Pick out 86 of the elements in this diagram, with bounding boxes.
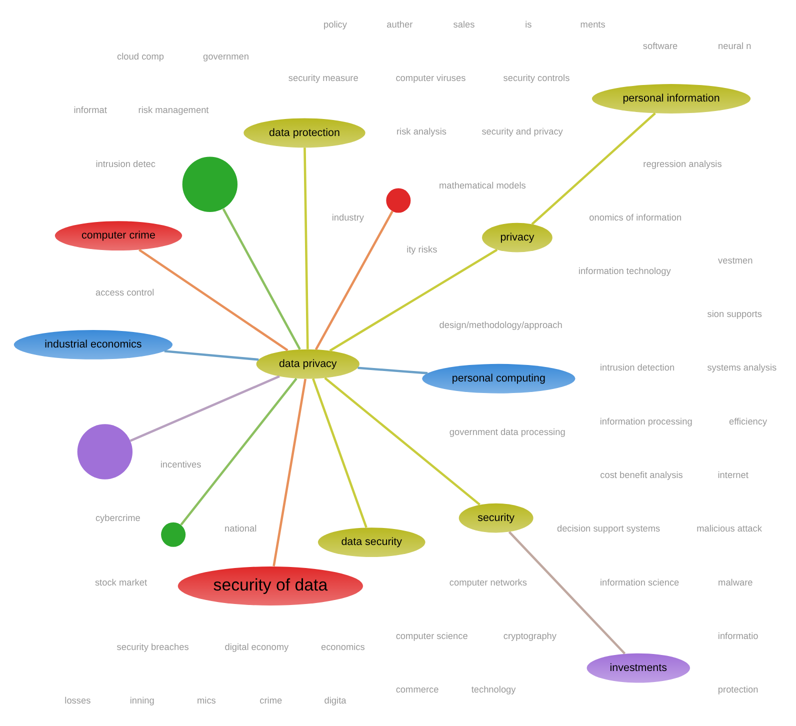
label: risk analysis — [396, 126, 446, 137]
connector — [222, 208, 300, 350]
label: inning — [129, 695, 154, 706]
label: design/methodology/approach — [438, 320, 562, 330]
connector — [508, 531, 626, 654]
node-circle — [386, 188, 410, 213]
label: computer viruses — [395, 72, 466, 83]
label: industry — [331, 212, 364, 222]
label: internet — [717, 470, 748, 480]
label: access control — [94, 288, 154, 298]
label: governmen — [202, 52, 249, 62]
label: software — [642, 40, 678, 51]
label: systems analysis — [706, 362, 776, 373]
node-ellipse: personal computing — [422, 364, 575, 394]
label: sales — [452, 19, 474, 30]
node-circle — [160, 522, 186, 547]
label: national — [224, 524, 256, 534]
connector — [357, 366, 428, 374]
label: ments — [580, 19, 605, 30]
node-ellipse: data protection — [243, 118, 365, 148]
label: security controls — [502, 72, 570, 83]
node-ellipse: personal information — [591, 84, 750, 114]
label: sion supports — [706, 309, 762, 320]
connector — [272, 378, 306, 566]
label: intrusion detec — [95, 158, 155, 169]
label: intrusion detection — [599, 362, 674, 373]
label: efficiency — [728, 416, 767, 426]
label: policy — [323, 19, 347, 30]
connector — [328, 248, 498, 352]
label: neural n — [718, 40, 751, 51]
label: crime — [259, 695, 282, 706]
label: technology — [470, 684, 516, 695]
label: cryptography — [502, 631, 556, 642]
label: information processing — [599, 416, 692, 426]
label: malicious attack — [696, 524, 762, 534]
label: information technology — [578, 266, 670, 276]
label: cybercrime — [94, 512, 140, 523]
label: mathematical models — [438, 180, 526, 190]
label: ity risks — [406, 244, 437, 255]
node-ellipse: industrial economics — [13, 330, 172, 360]
connector — [138, 248, 288, 352]
label: auther — [386, 19, 412, 30]
label: economics — [320, 642, 364, 652]
connector — [303, 148, 308, 350]
label: decision support systems — [556, 524, 660, 534]
label: computer science — [395, 631, 468, 642]
node-ellipse: data privacy — [256, 349, 359, 379]
label: incentives — [160, 459, 201, 470]
label: digita — [324, 695, 346, 706]
connector — [312, 378, 367, 528]
node-ellipse: data security — [317, 528, 425, 557]
label: security measure — [288, 72, 358, 83]
label: losses — [64, 695, 90, 706]
label: malware — [718, 577, 752, 588]
node-ellipse: privacy — [482, 222, 552, 252]
label: is — [524, 19, 532, 30]
label: onomics of information — [588, 212, 682, 222]
label: security breaches — [116, 642, 188, 652]
label: commerce — [395, 684, 438, 695]
node-circle — [182, 156, 238, 212]
node-ellipse: security — [458, 503, 533, 533]
label: informatio — [717, 631, 758, 642]
label: risk management — [138, 105, 208, 116]
node-ellipse: security of data — [177, 566, 363, 606]
label: computer networks — [448, 577, 526, 588]
node-ellipse: investments — [586, 653, 690, 683]
connector — [324, 377, 480, 506]
node-circle — [76, 424, 132, 480]
label: cloud comp — [116, 52, 164, 62]
connector — [530, 112, 656, 226]
label: cost benefit analysis — [600, 470, 682, 480]
label: regression analysis — [642, 158, 722, 169]
label: mics — [196, 695, 216, 706]
label: protection — [717, 684, 758, 695]
label: security and privacy — [481, 126, 562, 137]
label: digital economy — [224, 642, 288, 652]
label: vestmen — [718, 255, 752, 266]
connector — [129, 375, 280, 442]
connector — [164, 350, 258, 361]
connector — [180, 378, 297, 526]
node-ellipse: computer crime — [54, 221, 182, 250]
label: stock market — [94, 577, 147, 588]
label: informat — [73, 105, 106, 116]
connector — [314, 210, 393, 350]
label: government data processing — [448, 427, 565, 438]
label: information science — [600, 577, 679, 588]
